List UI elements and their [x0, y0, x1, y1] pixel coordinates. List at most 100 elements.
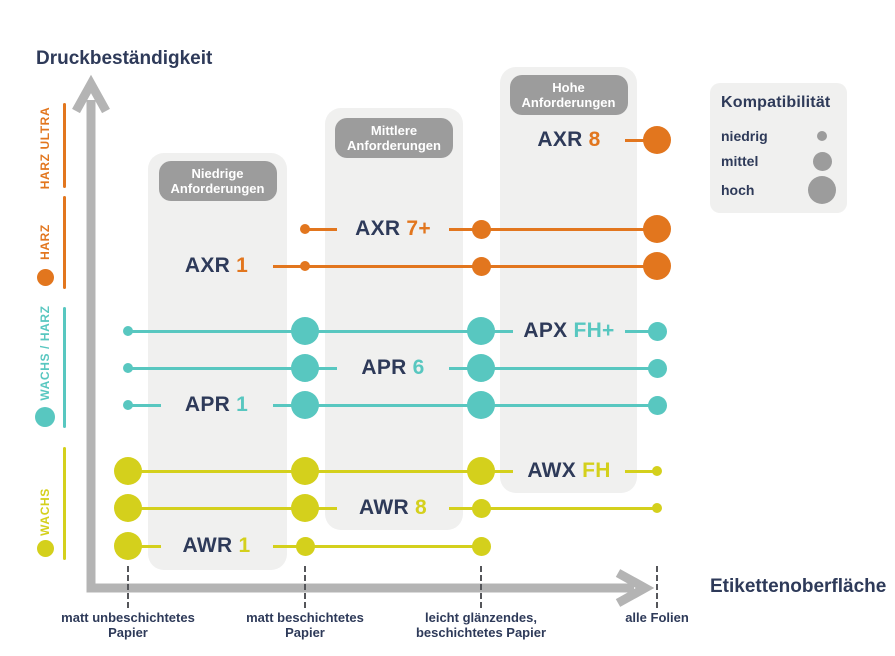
- y-section-label: HARZ: [38, 224, 52, 260]
- series-line: [625, 138, 657, 142]
- requirement-zone-badge: Hohe Anforderungen: [509, 75, 628, 115]
- x-category-label: matt beschichtetes Papier: [246, 610, 364, 640]
- series-line: [128, 469, 513, 473]
- series-line: [449, 506, 657, 510]
- legend-size-dot-icon: [812, 151, 832, 171]
- series-label-suffix: 7+: [406, 217, 431, 240]
- compatibility-dot: [300, 261, 310, 271]
- series-label-suffix: 8: [414, 496, 427, 519]
- y-section-label: WACHS: [38, 488, 52, 536]
- compatibility-dot: [471, 536, 491, 556]
- y-section-marker-icon: [35, 407, 55, 427]
- compatibility-dot: [467, 391, 495, 419]
- y-section-line: [63, 307, 66, 428]
- series-line: [128, 544, 161, 548]
- series-label-suffix: 1: [236, 393, 249, 416]
- compatibility-dot: [643, 126, 671, 154]
- series-line: [128, 329, 513, 333]
- compatibility-dot: [467, 317, 495, 345]
- compatibility-dot: [123, 326, 133, 336]
- requirement-zone-badge: Niedrige Anforderungen: [158, 161, 277, 201]
- series-line: [128, 403, 161, 407]
- compatibility-dot: [471, 219, 491, 239]
- x-tick-dashed: [656, 566, 658, 608]
- y-section-line: [63, 196, 66, 289]
- legend-title: Kompatibilität: [721, 94, 831, 111]
- series-label-prefix: APR: [184, 393, 231, 416]
- compatibility-dot: [114, 457, 142, 485]
- x-tick-dashed: [304, 566, 306, 608]
- compatibility-dot: [114, 494, 142, 522]
- compatibility-dot: [291, 391, 319, 419]
- series-line: [449, 366, 657, 370]
- requirement-zone-badge: Mittlere Anforderungen: [335, 118, 453, 158]
- compatibility-dot: [647, 395, 667, 415]
- requirement-zone: Mittlere Anforderungen: [325, 108, 463, 530]
- x-category-label: matt unbeschichtetes Papier: [61, 610, 195, 640]
- x-category-label: leicht glänzendes, beschichtetes Papier: [415, 610, 547, 640]
- series-line: [272, 403, 657, 407]
- compatibility-dot: [291, 317, 319, 345]
- legend-card: Kompatibilität niedrig mittel hoch: [710, 83, 847, 213]
- compatibility-dot: [300, 224, 310, 234]
- x-axis-arrowhead-icon: [615, 569, 655, 607]
- compatibility-dot: [652, 503, 662, 513]
- requirement-zone: Hohe Anforderungen: [500, 67, 637, 493]
- compatibility-dot: [647, 321, 667, 341]
- series-label-suffix: 1: [236, 254, 249, 277]
- compatibility-dot: [291, 494, 319, 522]
- compatibility-dot: [467, 354, 495, 382]
- x-tick-dashed: [127, 566, 129, 608]
- compatibility-dot: [291, 354, 319, 382]
- series-line: [305, 227, 337, 231]
- series-label-suffix: FH: [582, 459, 611, 482]
- compatibility-dot: [643, 252, 671, 280]
- compatibility-dot: [291, 457, 319, 485]
- compatibility-dot: [467, 457, 495, 485]
- y-section-line: [63, 103, 66, 188]
- x-tick-dashed: [480, 566, 482, 608]
- compatibility-dot: [295, 536, 315, 556]
- legend-size-dot-icon: [817, 131, 827, 141]
- compatibility-dot: [123, 363, 133, 373]
- x-category-label: alle Folien: [625, 610, 689, 625]
- series-line: [128, 366, 337, 370]
- series-line: [272, 544, 481, 548]
- series-line: [625, 469, 657, 473]
- compatibility-dot: [471, 498, 491, 518]
- series-label-prefix: APR: [361, 356, 407, 379]
- y-axis-title: Druckbeständigkeit: [36, 48, 213, 69]
- series-label-prefix: AWX: [527, 459, 577, 482]
- y-section-label: WACHS / HARZ: [38, 305, 52, 401]
- series-label-prefix: AXR: [355, 217, 401, 240]
- series-line: [625, 329, 657, 333]
- series-line: [128, 506, 337, 510]
- y-section-marker-icon: [36, 268, 54, 286]
- x-axis-title: Etikettenoberfläche: [710, 576, 887, 597]
- series-label-prefix: AXR: [537, 128, 583, 151]
- legend-item-label: niedrig: [721, 128, 768, 144]
- legend-item-label: mittel: [721, 153, 759, 169]
- y-section-marker-icon: [36, 539, 54, 557]
- y-section-line: [63, 447, 66, 560]
- compatibility-dot: [647, 358, 667, 378]
- y-axis-arrowhead-icon: [72, 74, 110, 114]
- series-label-prefix: APX: [523, 319, 568, 342]
- legend-item-label: hoch: [721, 182, 755, 198]
- series-label-prefix: AWR: [182, 534, 233, 557]
- series-label-suffix: 8: [588, 128, 601, 151]
- compatibility-dot: [652, 466, 662, 476]
- requirement-zone: Niedrige Anforderungen: [148, 153, 287, 570]
- compatibility-dot: [114, 532, 142, 560]
- compatibility-dot: [643, 215, 671, 243]
